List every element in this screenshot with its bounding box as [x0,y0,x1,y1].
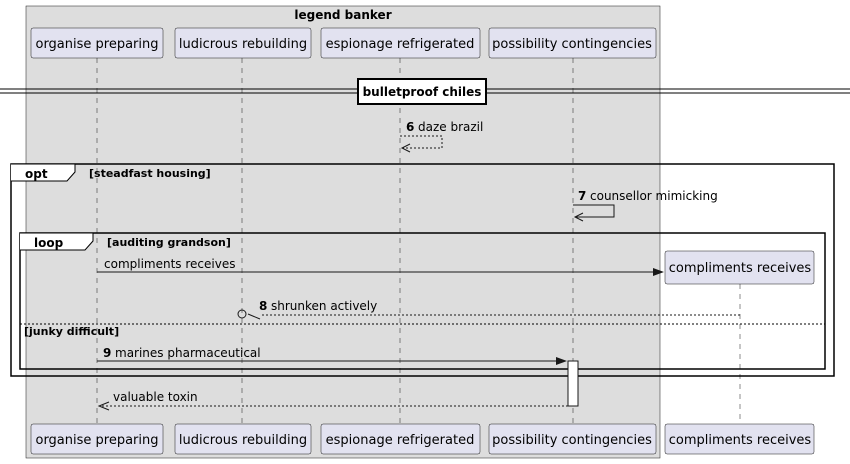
participant-espionage-refrigerated-top: espionage refrigerated [320,27,481,59]
svg-text:6: 6 [406,120,414,134]
svg-text:espionage refrigerated: espionage refrigerated [326,433,475,448]
svg-text:compliments receives: compliments receives [104,257,235,271]
divider-label: bulletproof chiles [363,85,482,99]
svg-text:shrunken actively: shrunken actively [271,299,377,313]
loop-else-guard: [junky difficult] [24,325,119,338]
divider: bulletproof chiles [0,78,850,105]
svg-text:espionage refrigerated: espionage refrigerated [326,37,475,52]
activation-bar [567,360,579,407]
svg-text:ludicrous rebuilding: ludicrous rebuilding [179,433,307,448]
participant-organise-preparing-bottom: organise preparing [30,423,164,455]
svg-text:compliments receives: compliments receives [669,261,812,276]
svg-text:ludicrous rebuilding: ludicrous rebuilding [179,37,307,52]
message-return-valuable-toxin: valuable toxin [97,390,568,411]
message-8: 8 shrunken actively [237,299,740,320]
loop-guard: [auditing grandson] [107,236,231,249]
participant-compliments-receives-bottom: compliments receives [664,423,815,455]
svg-text:organise preparing: organise preparing [35,433,158,448]
svg-text:daze brazil: daze brazil [418,120,483,134]
legend-box [25,5,661,459]
participant-compliments-receives-created: compliments receives [664,250,815,285]
svg-text:counsellor mimicking: counsellor mimicking [590,189,718,203]
svg-text:possibility contingencies: possibility contingencies [492,37,652,52]
participant-organise-preparing-top: organise preparing [30,27,164,59]
loop-fragment: loop [auditing grandson] [junky difficul… [19,232,826,370]
legend-box-title: legend banker [294,8,391,22]
svg-text:8: 8 [259,299,267,313]
svg-text:7: 7 [578,189,586,203]
message-create-compliments: compliments receives [97,257,664,276]
message-7: 7 counsellor mimicking [573,189,718,222]
svg-text:organise preparing: organise preparing [35,37,158,52]
loop-keyword: loop [34,236,64,250]
opt-guard: [steadfast housing] [89,167,211,180]
svg-text:9: 9 [103,346,111,360]
svg-text:marines pharmaceutical: marines pharmaceutical [115,346,261,360]
opt-fragment: opt [steadfast housing] [10,163,835,377]
opt-keyword: opt [25,167,48,181]
participant-ludicrous-rebuilding-bottom: ludicrous rebuilding [174,423,312,455]
svg-text:valuable toxin: valuable toxin [113,390,198,404]
message-6: 6 daze brazil [400,120,483,153]
participant-possibility-contingencies-bottom: possibility contingencies [488,423,657,455]
participant-espionage-refrigerated-bottom: espionage refrigerated [320,423,481,455]
svg-text:compliments receives: compliments receives [669,433,812,448]
svg-text:possibility contingencies: possibility contingencies [492,433,652,448]
participant-ludicrous-rebuilding-top: ludicrous rebuilding [174,27,312,59]
message-9: 9 marines pharmaceutical [97,346,567,365]
participant-possibility-contingencies-top: possibility contingencies [488,27,657,59]
